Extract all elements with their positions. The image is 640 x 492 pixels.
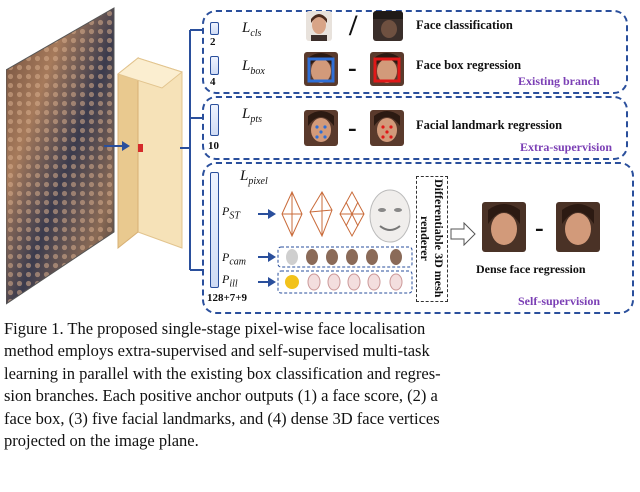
existing-branch-title: Existing branch (518, 74, 600, 88)
loss-pts: Lpts (242, 106, 263, 125)
caption-line: method employs extra-supervised and self… (4, 341, 430, 361)
rendered-face (482, 202, 526, 252)
renderer-label: Differentiable 3D mesh renderer (418, 178, 446, 298)
pixel-dim: 128+7+9 (207, 292, 248, 304)
branch-connector (180, 29, 204, 271)
renderer-arrow (450, 222, 476, 246)
renderer-box (416, 176, 448, 302)
loss-box: Lbox (242, 58, 265, 77)
box-label: Face box regression (416, 58, 522, 72)
gt-landmark-face (370, 110, 404, 146)
input-arrow (104, 141, 130, 151)
feature-map (116, 56, 184, 250)
loss-cls: Lcls (242, 20, 262, 39)
self-branch-title: Self-supervision (518, 294, 601, 308)
illumination-row (258, 270, 413, 294)
self-branch-box (202, 162, 634, 314)
mesh-shape-sequence (258, 190, 365, 238)
box-output-bar (210, 56, 219, 75)
extra-branch-title: Extra-supervision (520, 140, 613, 154)
predicted-box-face (304, 52, 338, 86)
caption-line: learning in parallel with the existing b… (4, 363, 441, 383)
loss-pixel: Lpixel (240, 168, 268, 187)
p-cam: Pcam (222, 250, 247, 268)
pixel-output-bar (210, 172, 219, 288)
extra-branch-box (202, 96, 628, 160)
existing-branch-box (202, 10, 628, 94)
figure-caption: Figure 1. The proposed single-stage pixe… (4, 318, 630, 452)
landmark-dim: 10 (208, 140, 219, 152)
dense-label: Dense face regression (476, 262, 586, 276)
predicted-landmark-face (304, 110, 338, 146)
caption-line: face box, (3) five facial landmarks, and… (4, 408, 440, 428)
gt-box-face (370, 52, 404, 86)
crowd-image (6, 7, 115, 305)
dense-minus: - (535, 213, 544, 242)
p-ill: Pill (222, 272, 238, 290)
landmark-output-bar (210, 104, 219, 136)
landmark-minus: - (348, 113, 357, 142)
caption-line: Figure 1. The proposed single-stage pixe… (4, 319, 426, 338)
landmark-label: Facial landmark regression (416, 118, 563, 132)
box-dim: 4 (210, 76, 216, 88)
cls-label: Face classification (416, 18, 513, 32)
face-thumbnail (306, 11, 332, 41)
caption-line: sion branches. Each positive anchor outp… (4, 386, 438, 406)
target-face (556, 202, 600, 252)
non-face-thumbnail (373, 11, 403, 41)
caption-line: projected on the image plane. (4, 431, 199, 451)
box-minus: - (348, 53, 357, 82)
p-st: PST (222, 204, 240, 222)
mesh-face-render (369, 189, 411, 243)
camera-pose-row (258, 246, 413, 268)
cls-slash: / (349, 9, 358, 42)
cls-dim: 2 (210, 36, 216, 48)
cls-output-bar (210, 22, 219, 35)
